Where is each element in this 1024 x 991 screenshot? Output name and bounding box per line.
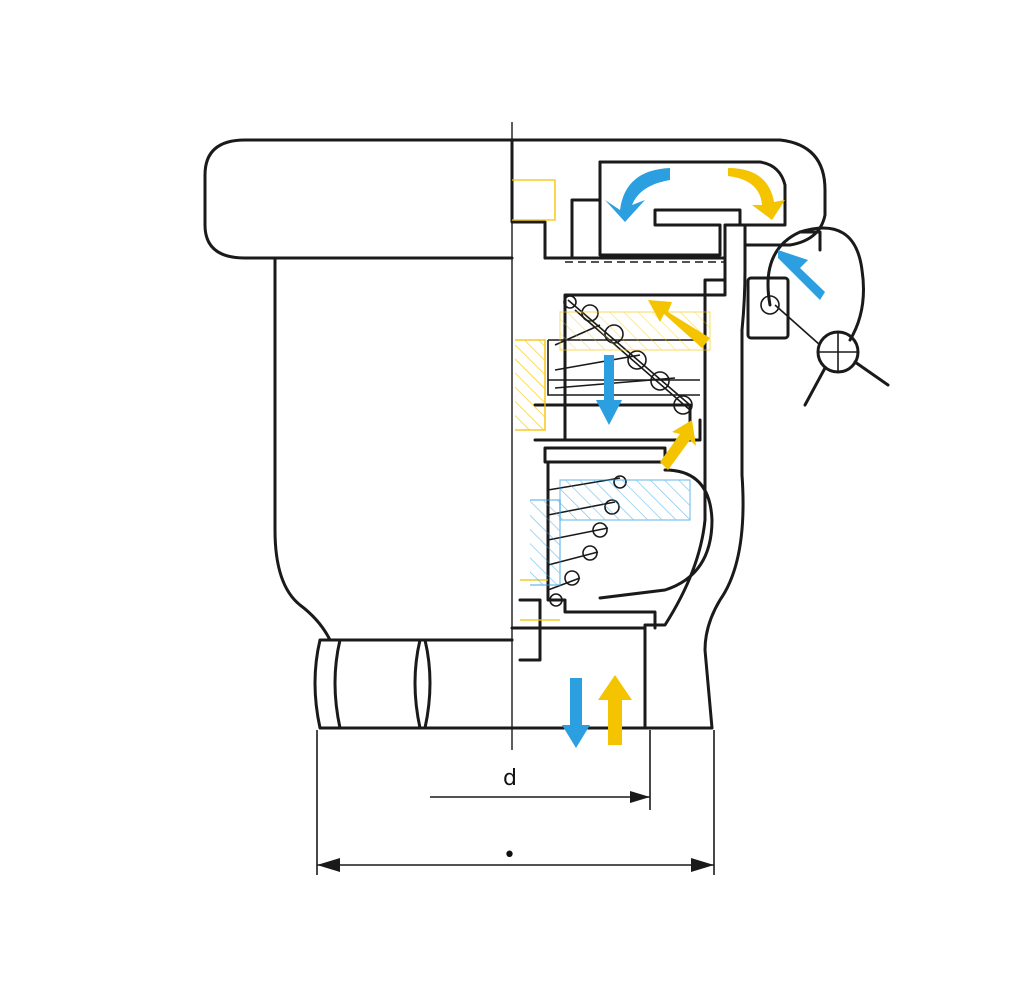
alt-position-blue	[530, 479, 691, 586]
lower-seat	[518, 598, 562, 662]
body-wall-section	[643, 223, 747, 730]
exterior-view	[203, 138, 514, 730]
cap-inner-channel	[598, 160, 742, 257]
curved-arrow-icon	[605, 168, 670, 222]
flow-arrows	[562, 168, 825, 748]
body-exterior	[273, 256, 514, 642]
section-view	[510, 138, 827, 730]
cap-exterior	[203, 138, 514, 260]
arrow-up-icon	[660, 420, 696, 470]
arrow-down-icon	[562, 678, 590, 748]
dimension-outer-label: •	[503, 843, 516, 868]
arrow-up-icon	[648, 300, 710, 348]
dimension-lines	[316, 730, 715, 875]
upper-chamber	[543, 256, 727, 442]
cap-section	[510, 138, 827, 260]
lower-chamber-curve	[598, 468, 714, 600]
dimension-d-label: d	[503, 766, 517, 791]
hex-nut-exterior	[313, 638, 514, 730]
arrow-down-icon	[596, 355, 622, 425]
locking-pin	[746, 226, 890, 407]
arrow-up-icon	[598, 675, 632, 745]
curved-arrow-icon	[728, 168, 785, 220]
arrow-down-icon	[778, 250, 825, 300]
